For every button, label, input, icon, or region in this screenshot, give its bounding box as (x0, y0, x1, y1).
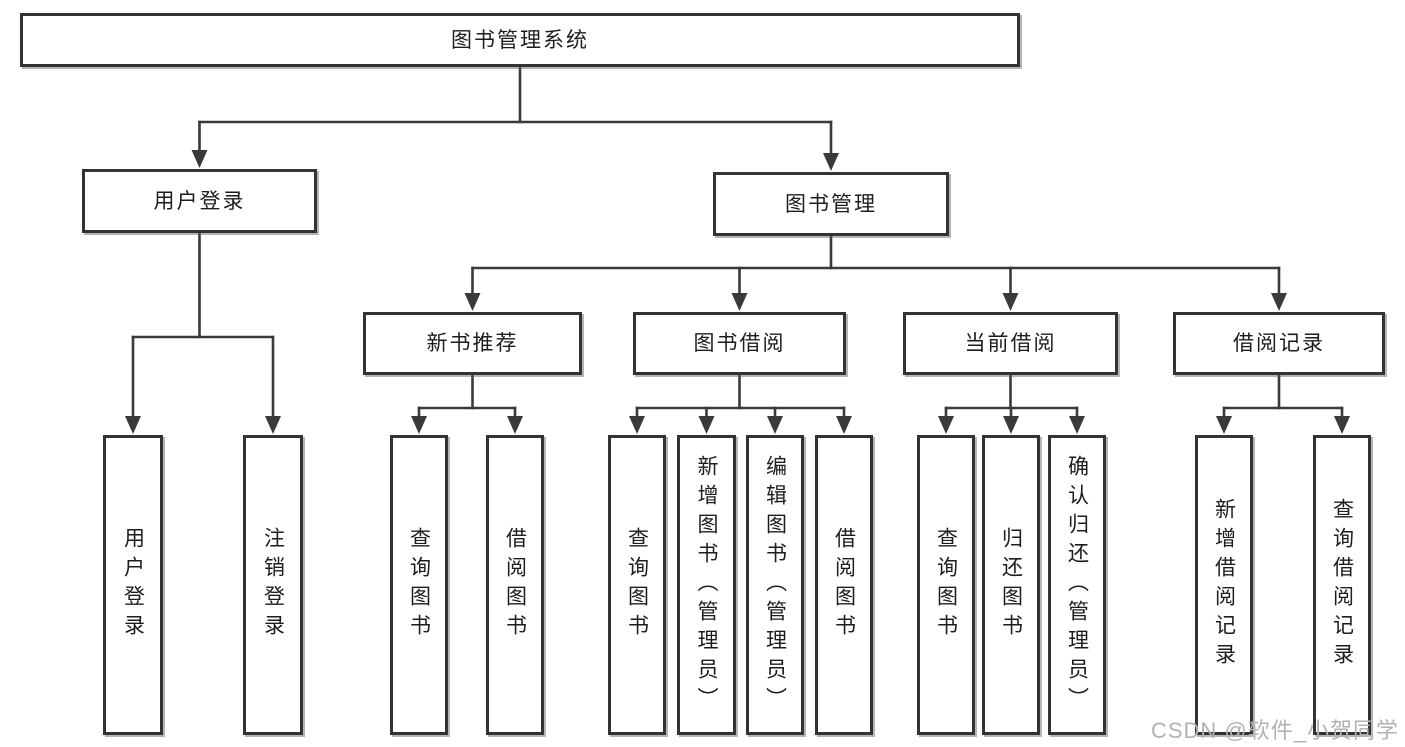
node-label-br-query: 查询借阅记录 (1330, 498, 1354, 672)
node-label-cb-confirm: 确认归还（管理员） (1065, 454, 1089, 716)
node-leaf-user-login: 用户登录 (103, 435, 163, 735)
node-label-bb-edit: 编辑图书（管理员） (763, 454, 787, 716)
node-label-new-books: 新书推荐 (426, 332, 519, 355)
node-label-leaf-logout: 注销登录 (261, 527, 285, 643)
node-book-mgmt: 图书管理 (713, 172, 949, 236)
node-label-leaf-user-login: 用户登录 (121, 527, 145, 643)
node-label-borrow-records: 借阅记录 (1233, 332, 1325, 355)
node-label-br-add: 新增借阅记录 (1212, 498, 1236, 672)
node-label-book-mgmt: 图书管理 (785, 192, 877, 216)
node-bb-query: 查询图书 (608, 435, 666, 735)
node-label-current-borrow: 当前借阅 (964, 332, 1057, 355)
csdn-watermark: CSDN @软件_小贺同学 (1150, 718, 1399, 743)
node-br-query: 查询借阅记录 (1313, 435, 1371, 735)
node-nb-borrow: 借阅图书 (486, 435, 544, 735)
node-bb-borrow: 借阅图书 (815, 435, 873, 735)
node-label-cb-query: 查询图书 (934, 527, 958, 643)
node-bb-edit: 编辑图书（管理员） (746, 435, 804, 735)
node-cb-confirm: 确认归还（管理员） (1048, 435, 1106, 735)
node-root: 图书管理系统 (20, 13, 1020, 67)
node-cb-query: 查询图书 (917, 435, 975, 735)
node-label-root: 图书管理系统 (451, 28, 589, 52)
node-br-add: 新增借阅记录 (1195, 435, 1253, 735)
node-cb-return: 归还图书 (982, 435, 1040, 735)
node-new-books: 新书推荐 (363, 312, 582, 375)
node-label-nb-borrow: 借阅图书 (503, 527, 527, 643)
node-borrow-records: 借阅记录 (1173, 312, 1385, 375)
node-label-bb-add: 新增图书（管理员） (695, 454, 718, 716)
node-label-bb-borrow: 借阅图书 (832, 527, 856, 643)
node-book-borrow: 图书借阅 (633, 312, 846, 375)
node-label-book-borrow: 图书借阅 (693, 332, 786, 355)
node-current-borrow: 当前借阅 (903, 312, 1118, 375)
node-label-nb-query: 查询图书 (407, 527, 431, 643)
node-nb-query: 查询图书 (390, 435, 448, 735)
node-bb-add: 新增图书（管理员） (677, 435, 736, 735)
node-label-cb-return: 归还图书 (999, 527, 1023, 643)
node-label-user-login: 用户登录 (153, 189, 246, 213)
node-leaf-logout: 注销登录 (243, 435, 303, 735)
node-user-login: 用户登录 (82, 169, 317, 233)
node-label-bb-query: 查询图书 (625, 527, 649, 643)
